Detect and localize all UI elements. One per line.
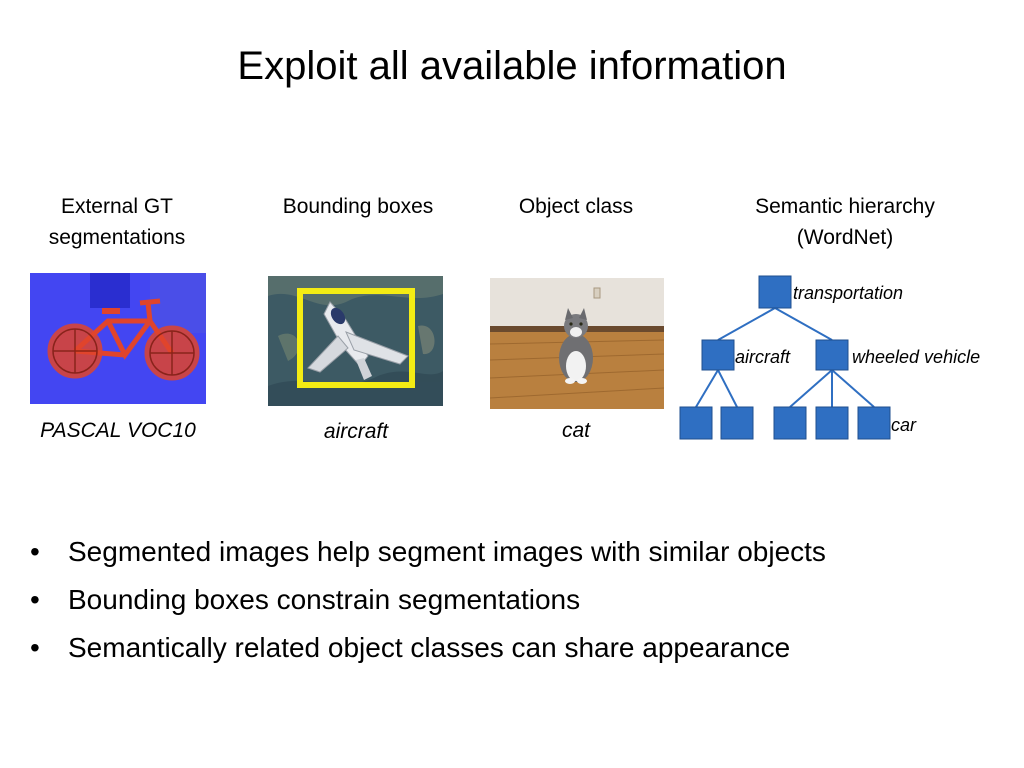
label-car: car bbox=[891, 415, 917, 435]
heading-line: External GT bbox=[60, 195, 174, 218]
node-leaf-2 bbox=[720, 406, 754, 440]
caption-aircraft: aircraft bbox=[323, 420, 389, 443]
bullet-glyph: • bbox=[30, 536, 40, 567]
semantic-hierarchy-tree: transportation aircraft wheeled vehicle … bbox=[679, 275, 980, 440]
bullet-item: • Segmented images help segment images wi… bbox=[30, 528, 826, 576]
bounding-box bbox=[297, 288, 415, 388]
node-aircraft bbox=[701, 339, 735, 371]
bullet-item: • Semantically related object classes can… bbox=[30, 624, 826, 672]
bicycle-mask bbox=[47, 298, 200, 381]
label-wheeled-vehicle: wheeled vehicle bbox=[852, 347, 980, 367]
bullet-glyph: • bbox=[30, 632, 40, 663]
label-transportation: transportation bbox=[793, 283, 903, 303]
bullet-glyph: • bbox=[30, 584, 40, 615]
heading-line: segmentations bbox=[48, 226, 186, 249]
node-car bbox=[857, 406, 891, 440]
heading-line: Semantic hierarchy bbox=[755, 195, 935, 218]
bicycle-spokes bbox=[52, 328, 195, 376]
bullet-text: Segmented images help segment images wit… bbox=[68, 536, 826, 567]
heading-line: (WordNet) bbox=[796, 226, 894, 249]
node-leaf-4 bbox=[815, 406, 849, 440]
cat-shape bbox=[559, 308, 593, 384]
aircraft-shape bbox=[307, 301, 409, 380]
bullet-text: Semantically related object classes can … bbox=[68, 632, 791, 663]
tree-edges bbox=[695, 307, 875, 408]
node-leaf-1 bbox=[679, 406, 713, 440]
caption-cat: cat bbox=[561, 419, 590, 442]
bullet-item: • Bounding boxes constrain segmentations bbox=[30, 576, 826, 624]
heading-external-gt: External GT segmentations bbox=[20, 191, 214, 253]
heading-object-class: Object class bbox=[486, 191, 666, 222]
heading-line: Bounding boxes bbox=[282, 195, 434, 218]
node-wheeled-vehicle bbox=[815, 339, 849, 371]
cat-image bbox=[490, 278, 664, 409]
slide-title: Exploit all available information bbox=[237, 44, 787, 88]
heading-bounding-boxes: Bounding boxes bbox=[258, 191, 458, 222]
scene-shadow bbox=[90, 273, 130, 308]
node-transportation bbox=[758, 275, 792, 309]
heading-semantic-hierarchy: Semantic hierarchy (WordNet) bbox=[720, 191, 970, 253]
node-leaf-3 bbox=[773, 406, 807, 440]
tree-nodes bbox=[679, 275, 891, 440]
aircraft-bounding-box-image bbox=[268, 276, 443, 406]
wall-outlet bbox=[593, 287, 601, 299]
bullet-list: • Segmented images help segment images wi… bbox=[30, 528, 826, 672]
bullet-text: Bounding boxes constrain segmentations bbox=[68, 584, 581, 615]
heading-line: Object class bbox=[518, 195, 634, 218]
bicycle-segmentation-image bbox=[30, 273, 206, 404]
label-aircraft: aircraft bbox=[735, 347, 791, 367]
caption-pascal-voc10: PASCAL VOC10 bbox=[40, 419, 196, 442]
